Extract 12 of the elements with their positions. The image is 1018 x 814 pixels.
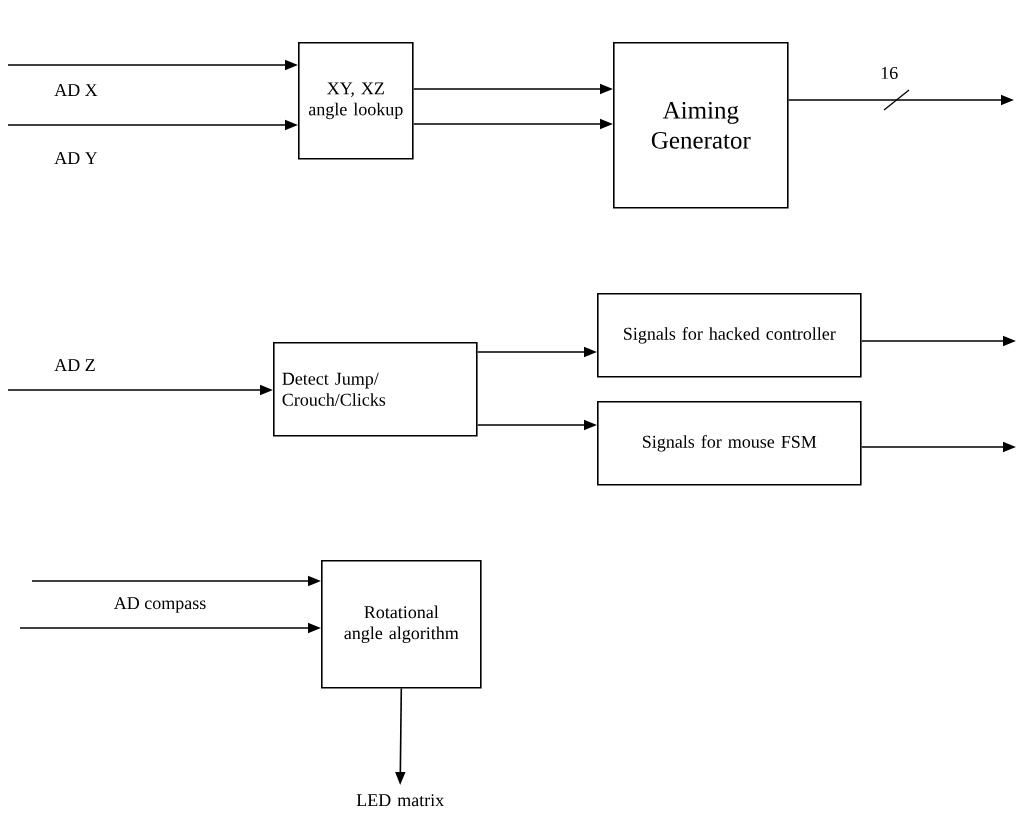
signal-label: AD compass (113, 597, 206, 613)
block-box: Detect Jump/ Crouch/Clicks (273, 342, 478, 437)
block-box: Aiming Generator (613, 42, 789, 209)
signal-label: AD Y (53, 151, 99, 165)
signal-label: 16 (879, 65, 900, 81)
signal-label: AD X (53, 83, 99, 97)
block-box: XY, XZ angle lookup (298, 42, 414, 160)
block-box: Rotational angle algorithm (321, 560, 482, 689)
block-box: Signals for mouse FSM (597, 401, 862, 486)
output-label: LED matrix (356, 794, 444, 807)
signal-label: AD Z (53, 358, 97, 372)
block-box: Signals for hacked controller (597, 293, 862, 378)
